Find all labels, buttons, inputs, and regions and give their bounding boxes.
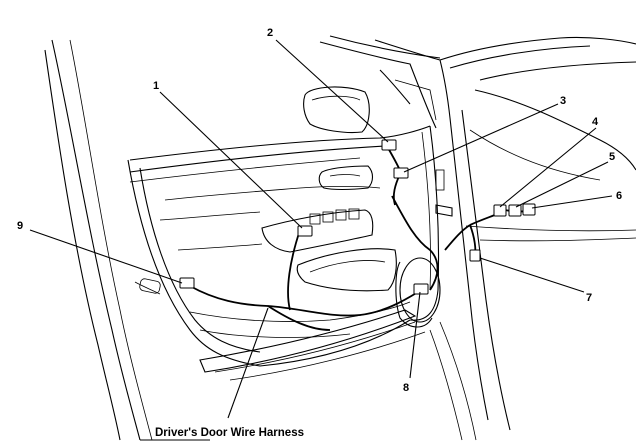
connectors: [179, 139, 536, 295]
connector-7: [469, 249, 481, 262]
callout-6: 6: [616, 190, 622, 202]
callout-2: 2: [267, 27, 273, 39]
harness-caption: Driver's Door Wire Harness: [155, 427, 304, 439]
callout-5: 5: [609, 151, 615, 163]
callout-8: 8: [403, 382, 409, 394]
window-frame: [303, 35, 451, 134]
wire-harness: [189, 147, 531, 331]
connector-2: [381, 139, 397, 151]
connector-1: [297, 225, 313, 237]
callout-9: 9: [17, 220, 23, 232]
connector-8: [413, 283, 429, 295]
connector-9: [179, 277, 195, 289]
connector-3: [393, 167, 409, 179]
connector-6: [522, 203, 536, 216]
door-panel: [127, 125, 441, 367]
body-pillar: [44, 39, 210, 441]
callout-1: 1: [153, 80, 159, 92]
callout-4: 4: [592, 116, 599, 128]
connector-4: [493, 204, 507, 217]
connector-5: [508, 204, 522, 217]
callout-labels: 1 2 3 4 5 6 7 8 9 Driver's Door Wire Har…: [17, 27, 622, 439]
a-pillar: [199, 36, 636, 441]
callout-3: 3: [560, 95, 566, 107]
leader-lines: [29, 39, 613, 419]
callout-7: 7: [586, 292, 592, 304]
